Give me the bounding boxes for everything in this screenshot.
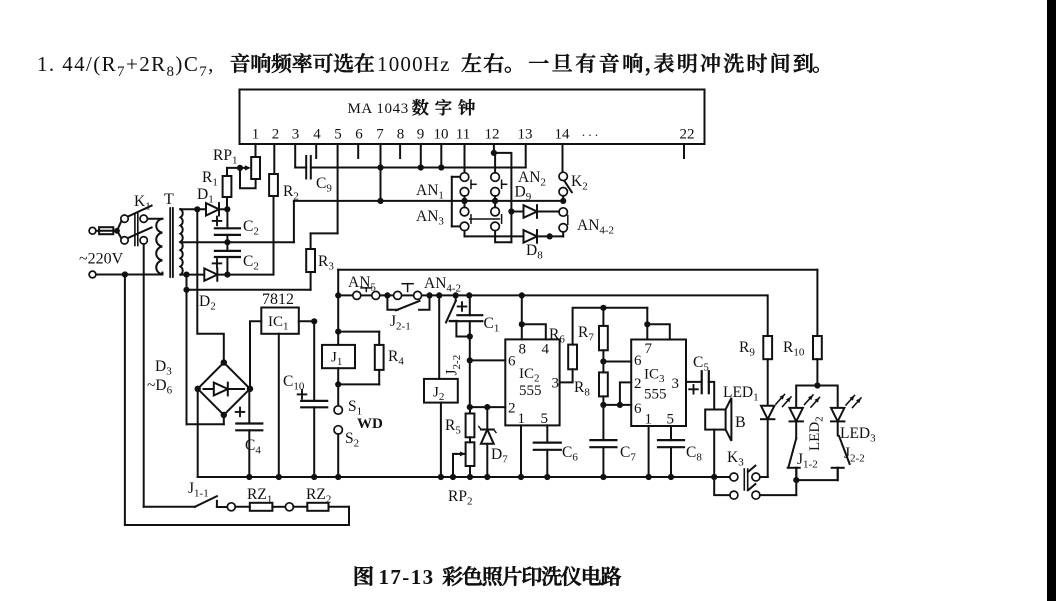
- svg-text:6: 6: [634, 401, 642, 417]
- svg-text:RZ2: RZ2: [306, 486, 331, 506]
- svg-text:RZ1: RZ1: [247, 486, 272, 506]
- svg-text:LED1: LED1: [723, 384, 759, 404]
- svg-text:3: 3: [292, 127, 300, 143]
- svg-text:5: 5: [667, 412, 675, 428]
- svg-text:6: 6: [634, 353, 642, 369]
- svg-text:~220V: ~220V: [79, 251, 124, 268]
- svg-text:AN2: AN2: [518, 169, 546, 189]
- svg-text:5: 5: [334, 127, 342, 143]
- svg-text:J1: J1: [331, 350, 342, 369]
- svg-text:4: 4: [542, 342, 550, 358]
- svg-text:6: 6: [508, 354, 516, 370]
- svg-text:12: 12: [485, 127, 500, 143]
- svg-text:. . .: . . .: [582, 124, 598, 139]
- svg-text:7812: 7812: [262, 291, 294, 308]
- svg-text:3: 3: [552, 376, 560, 392]
- svg-text:1000Hz: 1000Hz: [377, 52, 451, 76]
- svg-text:LED2: LED2: [807, 416, 826, 451]
- svg-text:14: 14: [555, 127, 571, 143]
- svg-text:4: 4: [313, 127, 321, 143]
- svg-text:LED3: LED3: [840, 425, 876, 445]
- svg-text:9: 9: [417, 127, 425, 143]
- svg-text:555: 555: [519, 383, 542, 399]
- svg-text:RP2: RP2: [448, 488, 472, 508]
- svg-text:10: 10: [434, 127, 449, 143]
- svg-text:8: 8: [397, 127, 405, 143]
- svg-text:11: 11: [456, 127, 470, 143]
- svg-text:8: 8: [519, 342, 527, 358]
- svg-text:B: B: [735, 414, 746, 431]
- svg-text:3: 3: [672, 376, 680, 392]
- svg-text:~D6: ~D6: [147, 377, 173, 397]
- svg-text:2: 2: [634, 376, 642, 392]
- svg-text:AN1: AN1: [416, 182, 444, 202]
- svg-text:13: 13: [518, 127, 533, 143]
- svg-text:2: 2: [508, 401, 516, 417]
- svg-text:AN3: AN3: [416, 208, 444, 228]
- svg-text:RP1: RP1: [213, 147, 237, 167]
- svg-text:T: T: [164, 191, 174, 208]
- svg-text:1. 44/(R7+2R8)C7,: 1. 44/(R7+2R8)C7,: [37, 52, 215, 80]
- svg-text:1: 1: [518, 411, 526, 427]
- svg-text:1: 1: [645, 412, 653, 428]
- svg-text:7: 7: [376, 127, 384, 143]
- svg-text:WD: WD: [357, 416, 383, 432]
- svg-text:MA 1043: MA 1043: [348, 101, 409, 117]
- svg-text:5: 5: [541, 411, 549, 427]
- svg-text:555: 555: [644, 387, 667, 403]
- svg-text:6: 6: [355, 127, 363, 143]
- svg-text:1: 1: [252, 127, 260, 143]
- svg-text:AN5: AN5: [348, 274, 376, 294]
- svg-text:17-13: 17-13: [379, 565, 435, 589]
- svg-text:J2: J2: [433, 385, 444, 404]
- svg-text:2: 2: [272, 127, 280, 143]
- svg-text:7: 7: [645, 341, 653, 357]
- svg-text:22: 22: [680, 127, 695, 143]
